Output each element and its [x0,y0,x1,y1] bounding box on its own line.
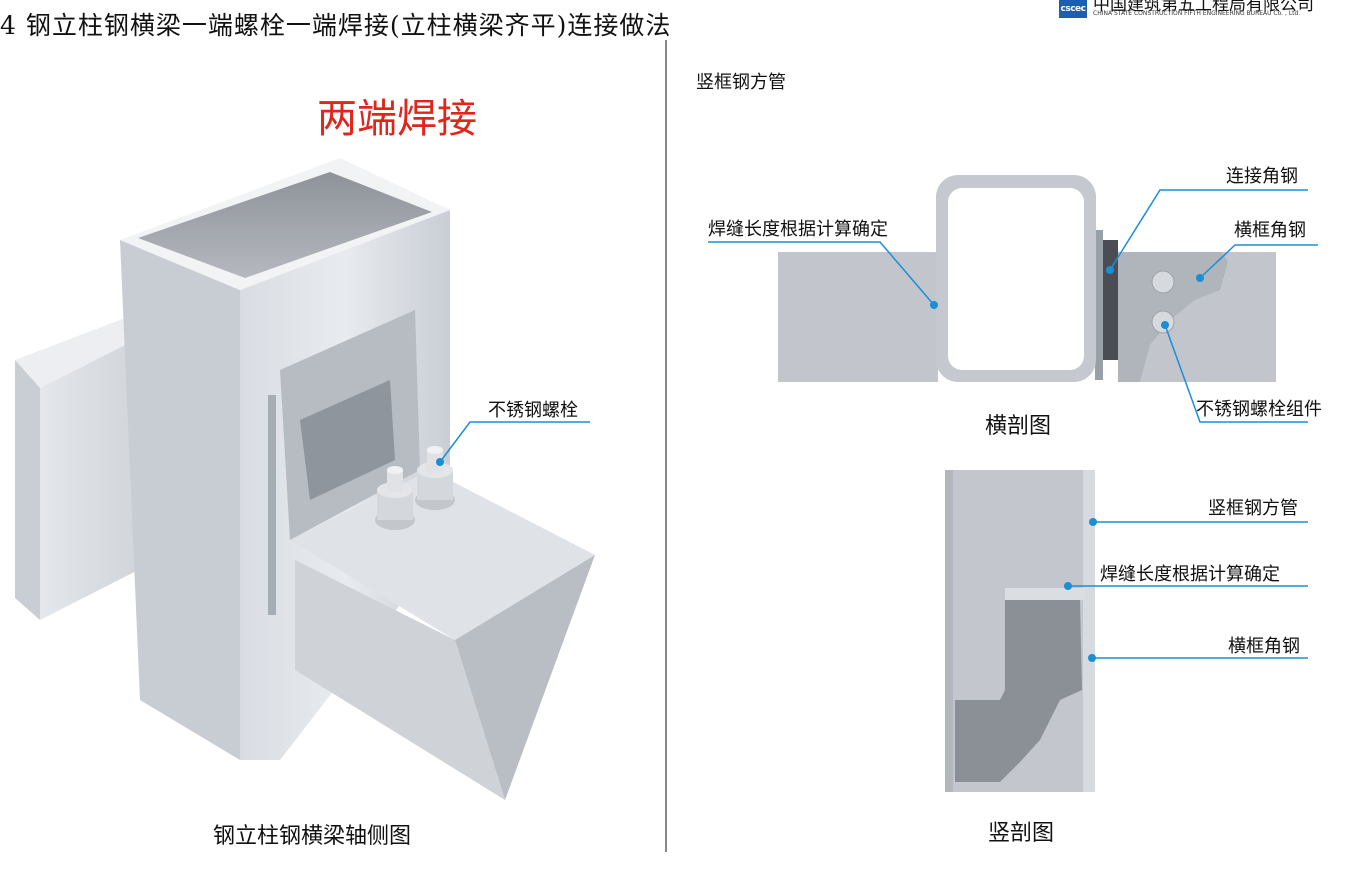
connect-angle-dark [1103,240,1118,360]
vertical-angle-shape [955,600,1082,782]
vertical-angle-flange [1005,588,1085,600]
vertical-section-caption: 竖剖图 [988,821,1055,846]
page-title: 4 钢立柱钢横梁一端螺栓一端焊接(立柱横梁齐平)连接做法 [0,11,672,40]
square-tube-outer [936,175,1096,382]
frame-angle-leader-line [1199,244,1318,279]
connect-angle-label: 连接角钢 [1226,166,1298,187]
bolt-head-icon [1151,310,1175,334]
isometric-illustration [15,158,595,800]
vertical-tube-wall-left [945,470,953,792]
panel-divider [665,40,667,852]
frame-angle-shape [1118,252,1228,382]
vertical-tube-wall-right [1083,470,1095,792]
weld-leader-line [708,241,935,306]
vertical-weld-label: 焊缝长度根据计算确定 [1100,564,1280,585]
weld-both-ends-title: 两端焊接 [317,96,477,142]
right-beam-section [1118,252,1276,382]
bolt-label: 不锈钢螺栓 [488,400,578,421]
left-beam-top [15,318,125,388]
connect-angle-plate [1095,230,1103,380]
right-angle-front [295,560,505,800]
bolt-leader-dot [436,458,444,466]
connection-plate-shadow [300,380,395,500]
company-logo: cscec 中国建筑第五工程局有限公司 CHINA STATE CONSTRUC… [1059,0,1349,26]
weld-length-label: 焊缝长度根据计算确定 [708,219,888,240]
column-opening [138,172,432,278]
right-angle-top [290,470,595,640]
square-tube-inner [948,188,1084,370]
weld-strip [268,395,276,615]
right-top-label: 竖框钢方管 [696,72,786,93]
bolt-icon [415,446,455,510]
right-angle-edge [455,555,595,800]
logo-company-name-en: CHINA STATE CONSTRUCTION FIFTH ENGINEERI… [1093,10,1301,17]
left-beam-section [778,252,938,382]
vertical-tube-section [945,470,1095,792]
isometric-caption: 钢立柱钢横梁轴侧图 [213,824,412,849]
horizontal-section-caption: 横剖图 [985,414,1052,439]
vertical-angle-label: 横框角钢 [1228,636,1300,657]
bolt-assembly-label: 不锈钢螺栓组件 [1196,399,1322,420]
column-front [120,240,240,760]
frame-angle-label: 横框角钢 [1234,220,1306,241]
cscec-logo-icon: cscec [1059,0,1087,18]
vertical-tube-label: 竖框钢方管 [1208,498,1298,519]
logo-company-name-cn: 中国建筑第五工程局有限公司 [1093,0,1314,15]
left-beam-front [15,360,40,620]
bolt-head-icon [1151,270,1175,294]
bolt-leader-line [439,421,590,463]
bolt-icon [375,466,415,530]
